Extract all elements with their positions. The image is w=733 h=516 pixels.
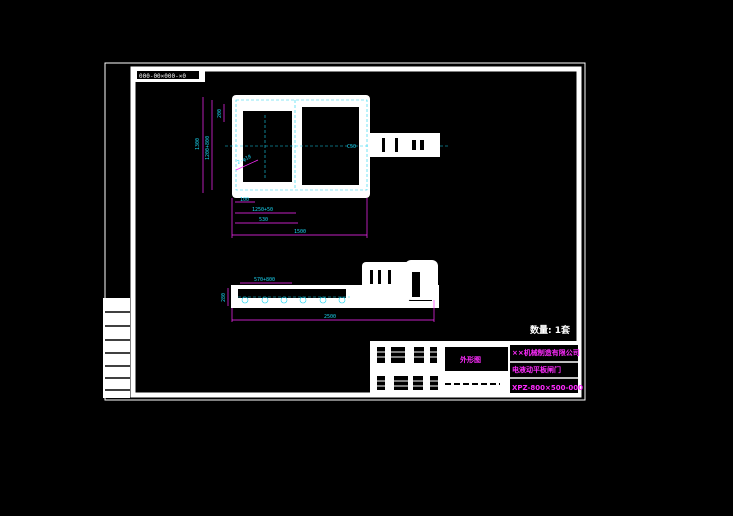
quantity-label: 数量: 1套 (530, 324, 571, 336)
dim-offset: 200 (217, 109, 223, 118)
product-name: 电液动平板闸门 (512, 365, 561, 374)
dim-height: 1300 (195, 138, 201, 150)
view-name: 外形图 (460, 355, 481, 364)
dim-100: 100 (240, 197, 249, 203)
binding-margin-table (103, 298, 130, 398)
title-block: 外形图 ××机械制造有限公司 电液动平板闸门 XPZ-800×500-000 (370, 341, 583, 396)
product-code: XPZ-800×500-000 (512, 384, 583, 392)
drawing-frame (130, 66, 582, 398)
dim-c50: C50 (347, 144, 356, 150)
dim-side-overall: 2500 (324, 314, 336, 320)
dim-opening: 1200+800 (205, 136, 211, 160)
side-view: 570+800 280 2500 (221, 260, 439, 322)
dim-overall: 1500 (294, 229, 306, 235)
company-name: ××机械制造有限公司 (512, 348, 580, 357)
dim-530: 530 (259, 217, 268, 223)
dim-side-height: 280 (221, 293, 227, 302)
dim-side-span: 570+800 (254, 277, 275, 283)
dim-holes: 2-φ18 (236, 154, 252, 166)
drawing-number-tag: 000-00×000-×0 (135, 70, 205, 82)
sheet-border (104, 62, 586, 401)
dim-width: 1250+50 (252, 207, 273, 213)
drawing-number-text: 000-00×000-×0 (139, 73, 186, 80)
shaft-assembly (370, 133, 440, 157)
top-view: 1300 1200+800 200 100 1250+50 530 1500 2… (195, 95, 450, 238)
